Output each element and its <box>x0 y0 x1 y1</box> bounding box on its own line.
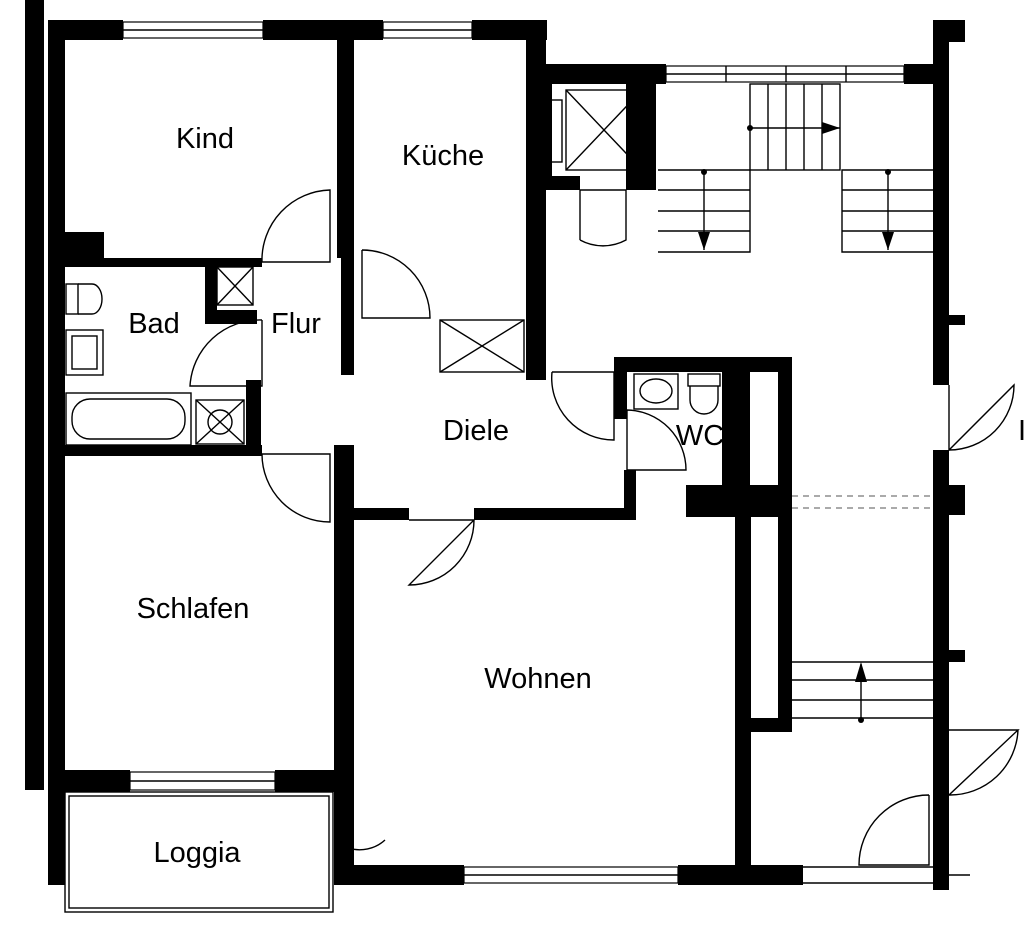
kitchen-fixtures <box>439 89 643 373</box>
staircase <box>658 83 933 723</box>
room-label-wohnen: Wohnen <box>484 663 592 695</box>
room-label-bad: Bad <box>128 308 180 340</box>
edge-fragment-label: I <box>1018 415 1024 447</box>
windows <box>122 21 970 884</box>
bathroom-fixtures <box>65 266 721 446</box>
room-label-wc: WC <box>676 420 724 452</box>
room-label-schlafen: Schlafen <box>137 593 250 625</box>
room-label-kind: Kind <box>176 123 234 155</box>
room-labels: Kind Küche Bad Flur Diele WC Schlafen Wo… <box>128 123 1024 869</box>
loggia-frame <box>64 791 349 913</box>
room-label-kueche: Küche <box>402 140 484 172</box>
doors <box>189 189 1020 866</box>
room-label-flur: Flur <box>271 308 321 340</box>
walls <box>25 0 965 890</box>
room-label-diele: Diele <box>443 415 509 447</box>
room-label-loggia: Loggia <box>153 837 241 869</box>
